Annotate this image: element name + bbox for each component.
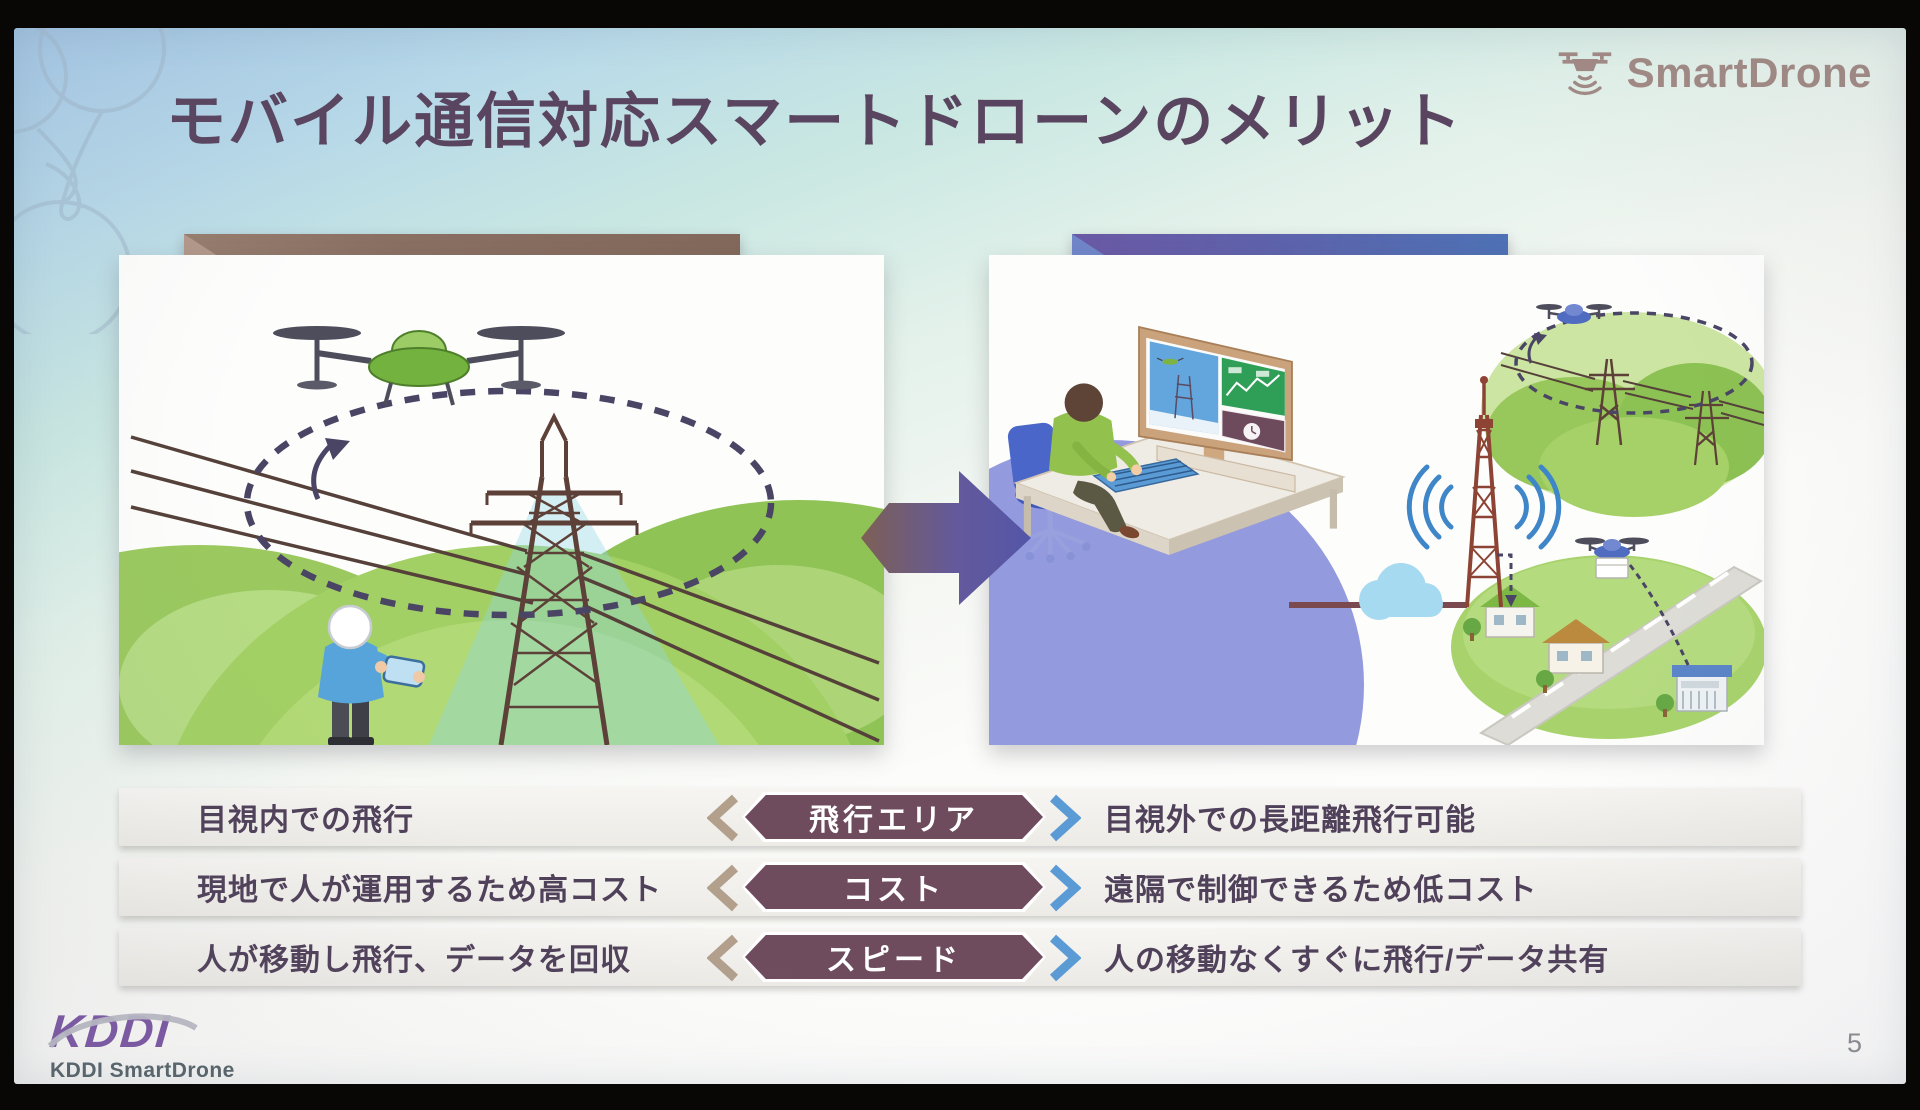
chevron-left-icon [707, 934, 739, 982]
smartdrone-logo: SmartDrone [1555, 48, 1872, 98]
drone-icon [1558, 52, 1611, 95]
row-left-text: 目視内での飛行 [197, 804, 414, 837]
house-brown-roof [1542, 619, 1610, 674]
chevron-left-icon [707, 864, 739, 912]
row-right-text: 遠隔で制御できるため低コスト [1104, 874, 1538, 907]
badge-label: コスト [745, 865, 1043, 909]
page-number: 5 [1846, 1028, 1862, 1058]
row-left-text: 人が移動し飛行、データを回収 [197, 944, 631, 977]
drone-icon [273, 326, 565, 406]
row-right-text: 人の移動なくすぐに飛行/データ共有 [1104, 944, 1610, 977]
drone-camera-feed [1149, 341, 1219, 435]
delivery-drone-icon [1575, 537, 1649, 579]
camera-cone [429, 490, 719, 745]
town-island [1451, 537, 1764, 745]
wifi-waves-icon [1406, 464, 1562, 550]
transmission-tower [1585, 358, 1635, 446]
comparison-row-cost: 現地で人が運用するため高コスト コスト 遠隔で制御できるため低コスト [119, 858, 1801, 916]
slide: SmartDrone モバイル通信対応スマートドローンのメリット 現地での操縦 … [14, 28, 1906, 1084]
slide-title: モバイル通信対応スマートドローンのメリット [166, 88, 1464, 155]
row-right-text: 目視外での長距離飛行可能 [1104, 804, 1476, 837]
cloud-icon [1359, 563, 1443, 620]
chevron-right-icon [1049, 794, 1081, 842]
flight-path-orbit [1514, 311, 1754, 415]
shop-blue-roof [1672, 665, 1732, 712]
remote-operation-illustration [989, 255, 1764, 745]
operator-person [1049, 383, 1142, 539]
kddi-footer-logo: KDDI KDDI SmartDrone [47, 1004, 235, 1083]
logo-text: SmartDrone [1626, 49, 1872, 96]
corner-decoration [14, 28, 166, 334]
pilot-person [318, 604, 426, 745]
comparison-badge: コスト [742, 862, 1046, 912]
dashed-links [1497, 553, 1691, 668]
orbit-arrow [311, 438, 350, 501]
power-lines [130, 435, 880, 743]
chevron-left-icon [707, 794, 739, 842]
chevron-right-icon [1049, 934, 1081, 982]
chevron-right-icon [1049, 864, 1081, 912]
keyboard [1092, 458, 1200, 493]
local-operation-illustration [119, 255, 884, 745]
drone-icon [1536, 304, 1612, 324]
comparison-badge: スピード [742, 932, 1046, 982]
remote-area-island [1481, 304, 1764, 517]
comparison-row-flight-area: 目視内での飛行 飛行エリア 目視外での長距離飛行可能 [119, 788, 1801, 846]
kddi-logo-text: KDDI [47, 1005, 173, 1057]
row-left-text: 現地で人が運用するため高コスト [197, 874, 662, 907]
operator-desk-scene [1007, 325, 1346, 563]
road [1478, 565, 1763, 745]
trees [1463, 618, 1674, 717]
comparison-badge: 飛行エリア [742, 792, 1046, 842]
radio-tower [1465, 376, 1503, 608]
comparison-row-speed: 人が移動し飛行、データを回収 スピード 人の移動なくすぐに飛行/データ共有 [119, 928, 1801, 986]
kddi-subtitle: KDDI SmartDrone [50, 1059, 235, 1082]
badge-label: スピード [745, 935, 1043, 979]
badge-label: 飛行エリア [745, 795, 1043, 839]
signal-waves-icon [1567, 75, 1602, 95]
transition-arrow [861, 471, 1031, 605]
flight-path-orbit [243, 387, 775, 619]
monitor [1138, 325, 1296, 493]
